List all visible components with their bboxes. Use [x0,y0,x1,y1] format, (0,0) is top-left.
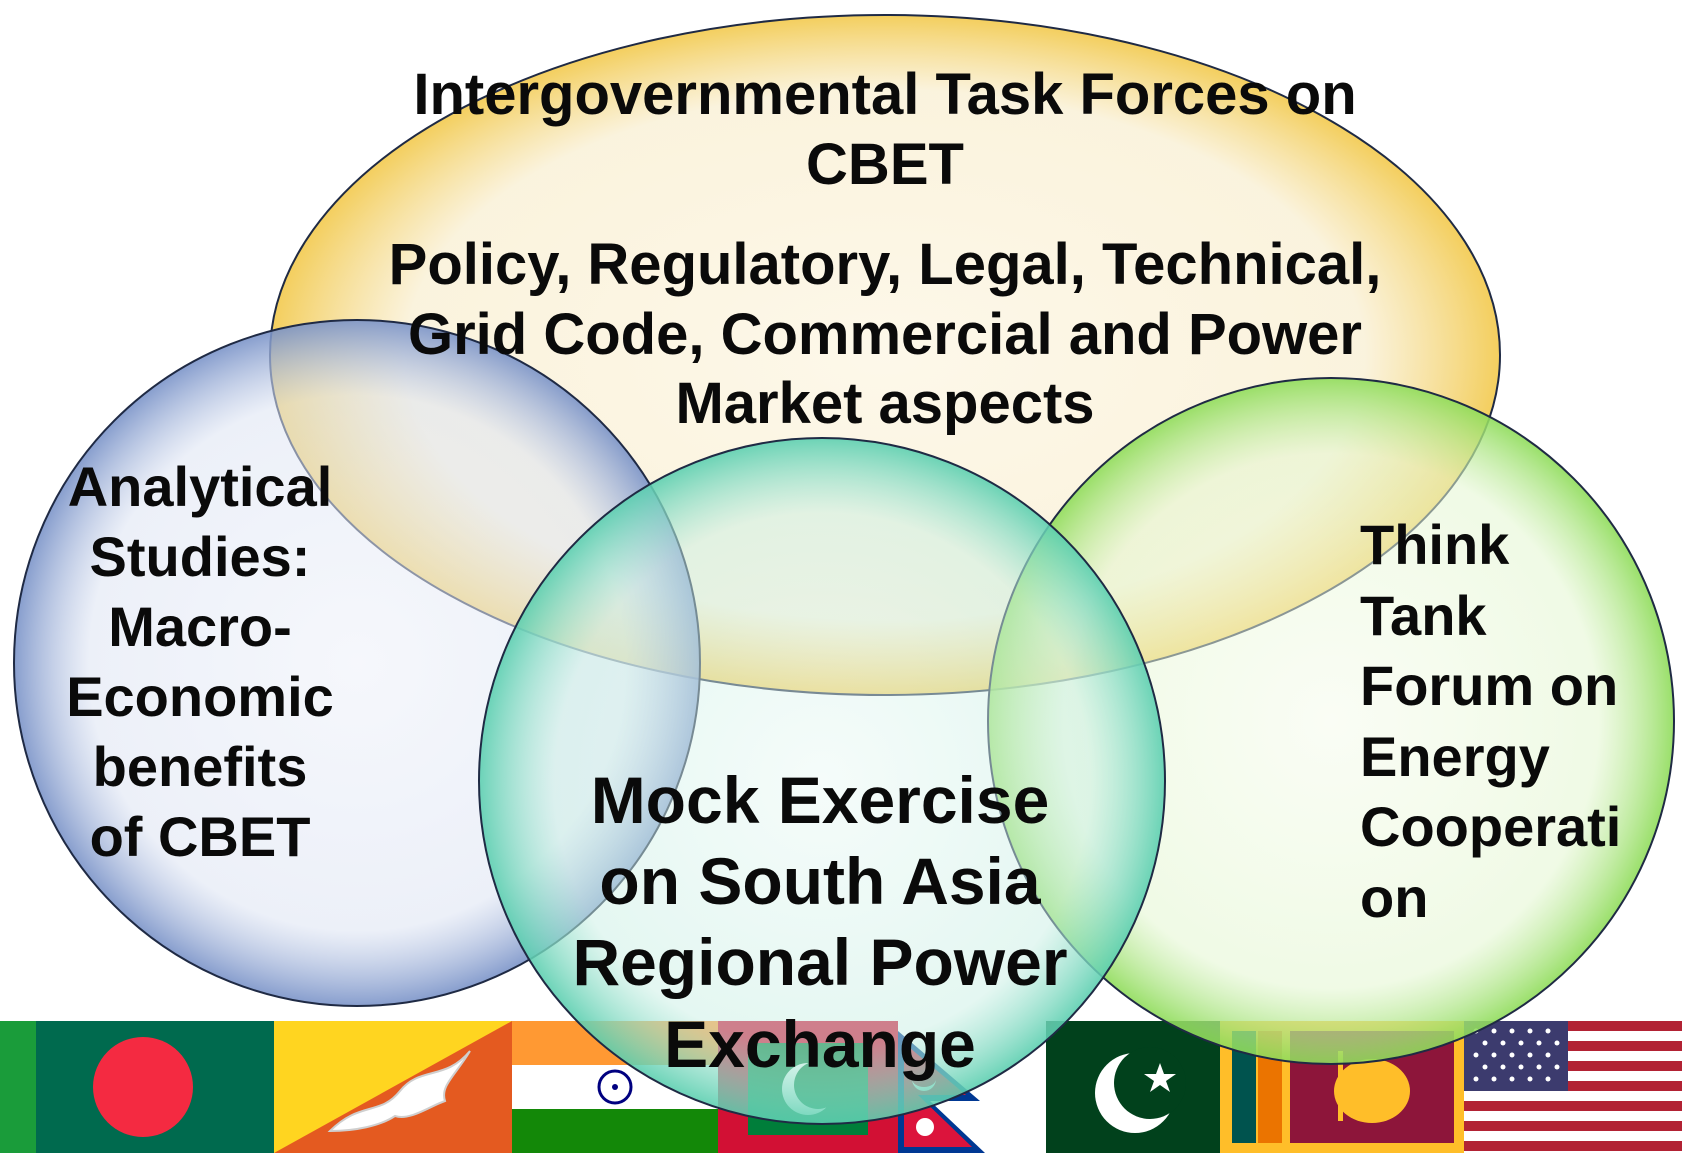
left-circle-label: Analytical Studies: Macro- Economic bene… [66,455,334,868]
right-circle-label: Think Tank Forum on Energy Cooperati on [1360,513,1622,929]
bangladesh-flag [36,1021,274,1153]
bangladesh-flag-edge [0,1021,36,1153]
pakistan-flag [986,1021,1220,1153]
center-circle [478,437,1166,1125]
top-circle-title: Intergovernmental Task Forces on CBET [413,62,1357,197]
flags-strip [0,1021,1682,1153]
bhutan-flag [274,1021,512,1153]
usa-flag [1464,1021,1682,1153]
center-circle-label: Mock Exercise on South Asia Regional Pow… [572,763,1068,1081]
top-circle-subtitle: Policy, Regulatory, Legal, Technical, Gr… [388,232,1382,437]
